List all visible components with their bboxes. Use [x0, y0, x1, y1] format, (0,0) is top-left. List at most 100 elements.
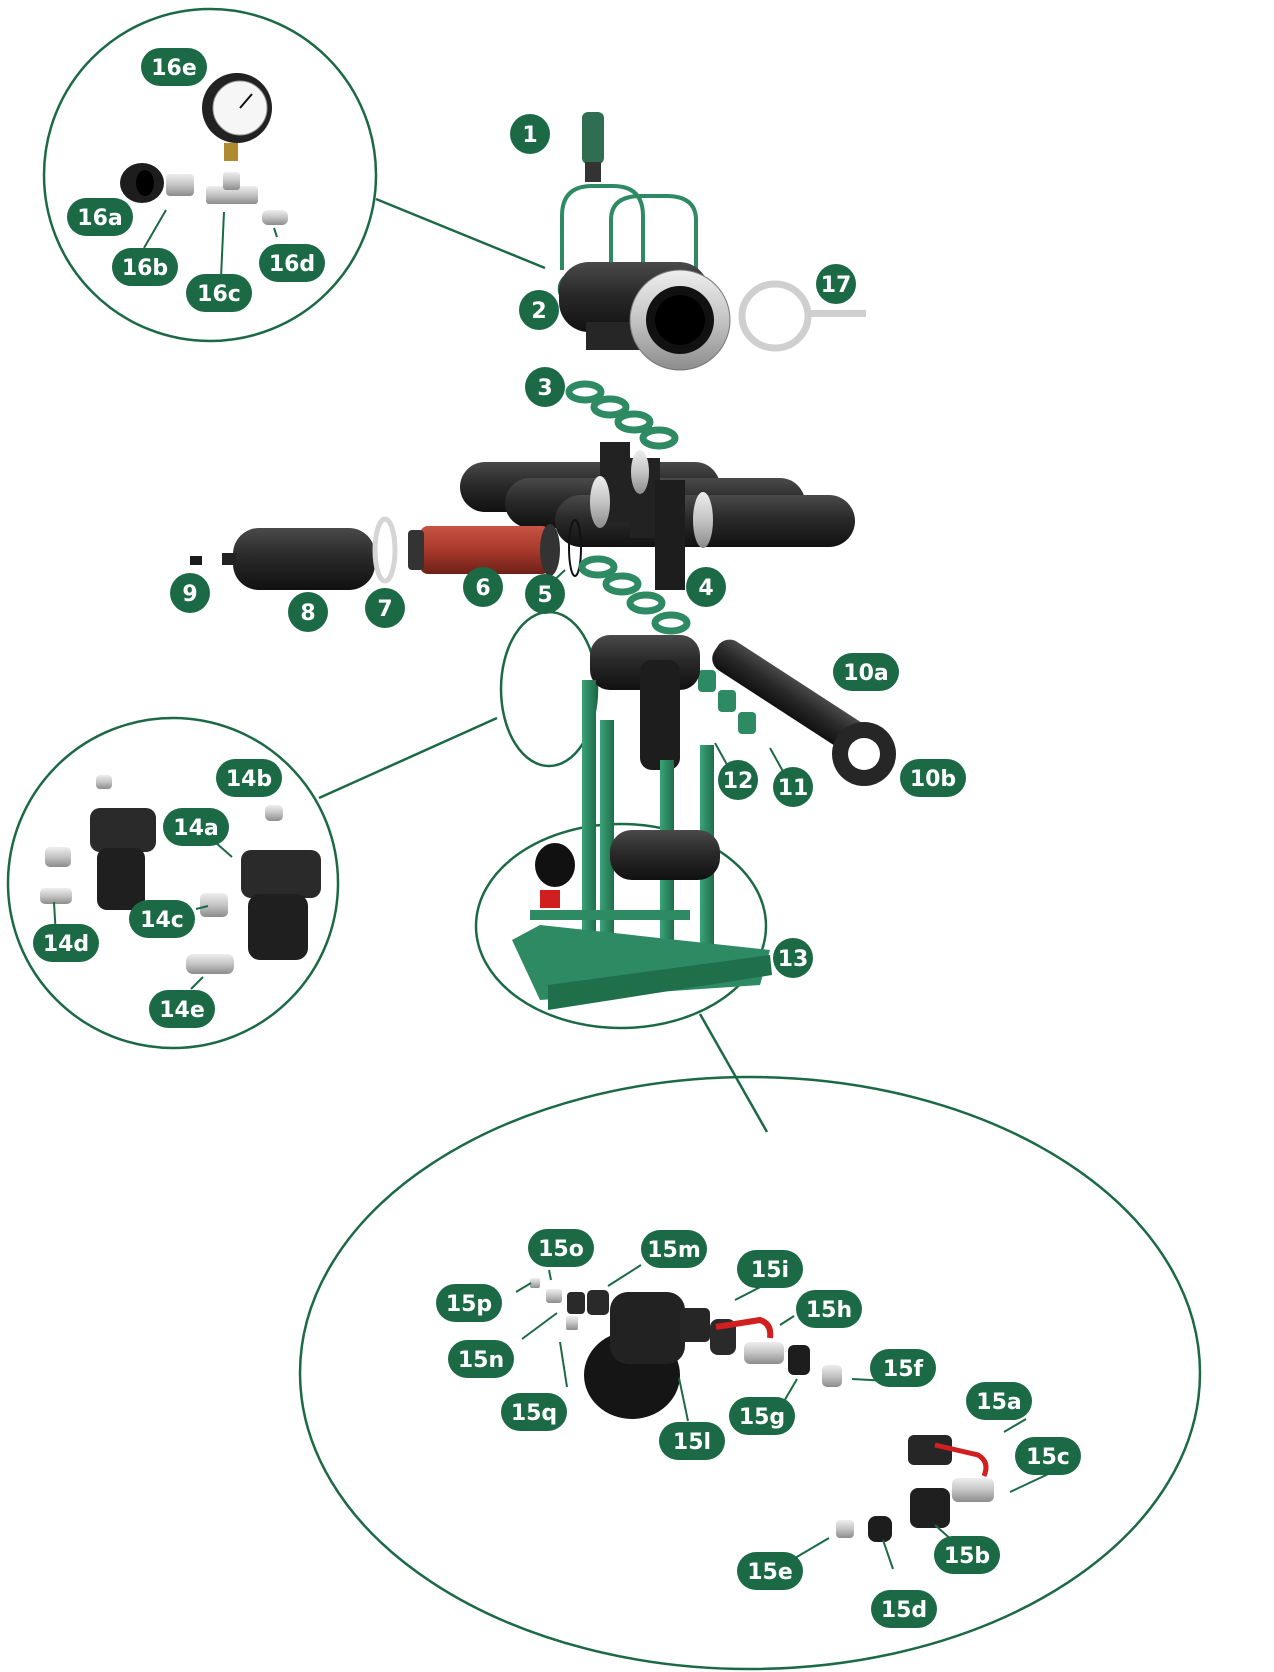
svg-text:15a: 15a	[976, 1390, 1021, 1415]
hex-nipple	[166, 174, 194, 196]
flange-clamp	[738, 280, 812, 352]
svg-text:2: 2	[531, 299, 546, 324]
label-15a: 15a	[966, 1382, 1032, 1420]
parts-14	[40, 775, 321, 974]
parts-15	[530, 1278, 994, 1542]
svg-text:16c: 16c	[197, 282, 241, 307]
label-15l: 15l	[659, 1422, 725, 1460]
leader-16	[375, 197, 546, 270]
support-brackets	[560, 184, 645, 270]
callout-circles	[6, 7, 1202, 1671]
detail-circle-14	[6, 716, 340, 1050]
parts-top	[559, 112, 866, 371]
svg-text:4: 4	[698, 576, 713, 601]
leader-14	[318, 716, 498, 800]
svg-text:13: 13	[778, 947, 809, 972]
svg-text:10b: 10b	[910, 767, 956, 792]
svg-text:1: 1	[522, 123, 537, 148]
label-15d: 15d	[871, 1590, 937, 1628]
label-16a: 16a	[67, 198, 133, 236]
gaskets-3	[565, 380, 679, 450]
svg-text:15g: 15g	[739, 1405, 785, 1430]
svg-text:3: 3	[537, 376, 552, 401]
svg-text:9: 9	[182, 582, 197, 607]
parts-16	[120, 73, 288, 225]
label-15p: 15p	[436, 1284, 502, 1322]
frame-assembly	[512, 680, 772, 1010]
air-valve	[582, 112, 604, 164]
outlet-manifold	[712, 639, 872, 756]
label-15f: 15f	[870, 1349, 936, 1387]
label-15g: 15g	[729, 1397, 795, 1435]
svg-text:15b: 15b	[944, 1544, 990, 1569]
drain-plug	[190, 556, 202, 565]
svg-text:15d: 15d	[881, 1598, 927, 1623]
svg-text:16b: 16b	[122, 256, 168, 281]
svg-text:6: 6	[475, 576, 490, 601]
label-12: 12	[718, 760, 758, 800]
svg-text:15i: 15i	[751, 1258, 789, 1283]
label-16d: 16d	[259, 244, 325, 282]
clamp-ring	[372, 516, 398, 584]
svg-text:10a: 10a	[843, 661, 888, 686]
label-15b: 15b	[934, 1536, 1000, 1574]
svg-text:15e: 15e	[747, 1560, 793, 1585]
label-1: 1	[510, 114, 550, 154]
svg-text:5: 5	[537, 583, 552, 608]
label-14d: 14d	[33, 924, 99, 962]
leader-15	[698, 1013, 769, 1133]
label-15i: 15i	[737, 1250, 803, 1288]
svg-text:12: 12	[723, 769, 754, 794]
label-16b: 16b	[112, 248, 178, 286]
label-3: 3	[525, 367, 565, 407]
label-15m: 15m	[641, 1230, 707, 1268]
svg-text:15l: 15l	[673, 1430, 711, 1455]
filter-bank	[460, 442, 855, 590]
label-15c: 15c	[1015, 1437, 1081, 1475]
label-9: 9	[170, 573, 210, 613]
svg-text:15o: 15o	[538, 1237, 584, 1262]
elbow-fitting	[262, 210, 288, 225]
label-15q: 15q	[501, 1393, 567, 1431]
parts-lower-manifold	[590, 635, 896, 786]
svg-text:15m: 15m	[647, 1238, 701, 1263]
label-14a: 14a	[163, 808, 229, 846]
part-labels: 16e 16a 16b 16c 16d 1 2 17 3 9 8 7 6 5 4…	[33, 48, 1081, 1628]
label-16c: 16c	[186, 274, 252, 312]
detail-circle-16	[42, 7, 378, 343]
label-2: 2	[519, 290, 559, 330]
svg-text:15f: 15f	[883, 1357, 924, 1382]
svg-text:14a: 14a	[173, 816, 218, 841]
label-4: 4	[686, 567, 726, 607]
label-11: 11	[773, 767, 813, 807]
label-8: 8	[288, 592, 328, 632]
svg-text:8: 8	[300, 601, 315, 626]
label-10b: 10b	[900, 759, 966, 797]
label-15e: 15e	[737, 1552, 803, 1590]
label-7: 7	[365, 588, 405, 628]
svg-text:15p: 15p	[446, 1292, 492, 1317]
svg-text:16a: 16a	[77, 206, 122, 231]
filter-housing	[233, 528, 375, 590]
label-15o: 15o	[528, 1229, 594, 1267]
o-ring	[568, 519, 582, 577]
svg-text:17: 17	[821, 273, 852, 298]
svg-text:15n: 15n	[458, 1348, 504, 1373]
label-6: 6	[463, 567, 503, 607]
svg-text:16d: 16d	[269, 252, 315, 277]
label-14e: 14e	[149, 990, 215, 1028]
svg-text:16e: 16e	[151, 56, 197, 81]
label-10a: 10a	[833, 653, 899, 691]
svg-text:15q: 15q	[511, 1401, 557, 1426]
svg-text:7: 7	[377, 597, 392, 622]
svg-text:15h: 15h	[806, 1298, 852, 1323]
filter-element	[420, 526, 550, 574]
svg-text:14d: 14d	[43, 932, 89, 957]
label-13: 13	[773, 938, 813, 978]
tee-fitting	[206, 186, 258, 204]
label-14b: 14b	[216, 759, 282, 797]
svg-text:14e: 14e	[159, 998, 205, 1023]
svg-text:15c: 15c	[1026, 1445, 1070, 1470]
filter-exploded	[190, 516, 582, 590]
